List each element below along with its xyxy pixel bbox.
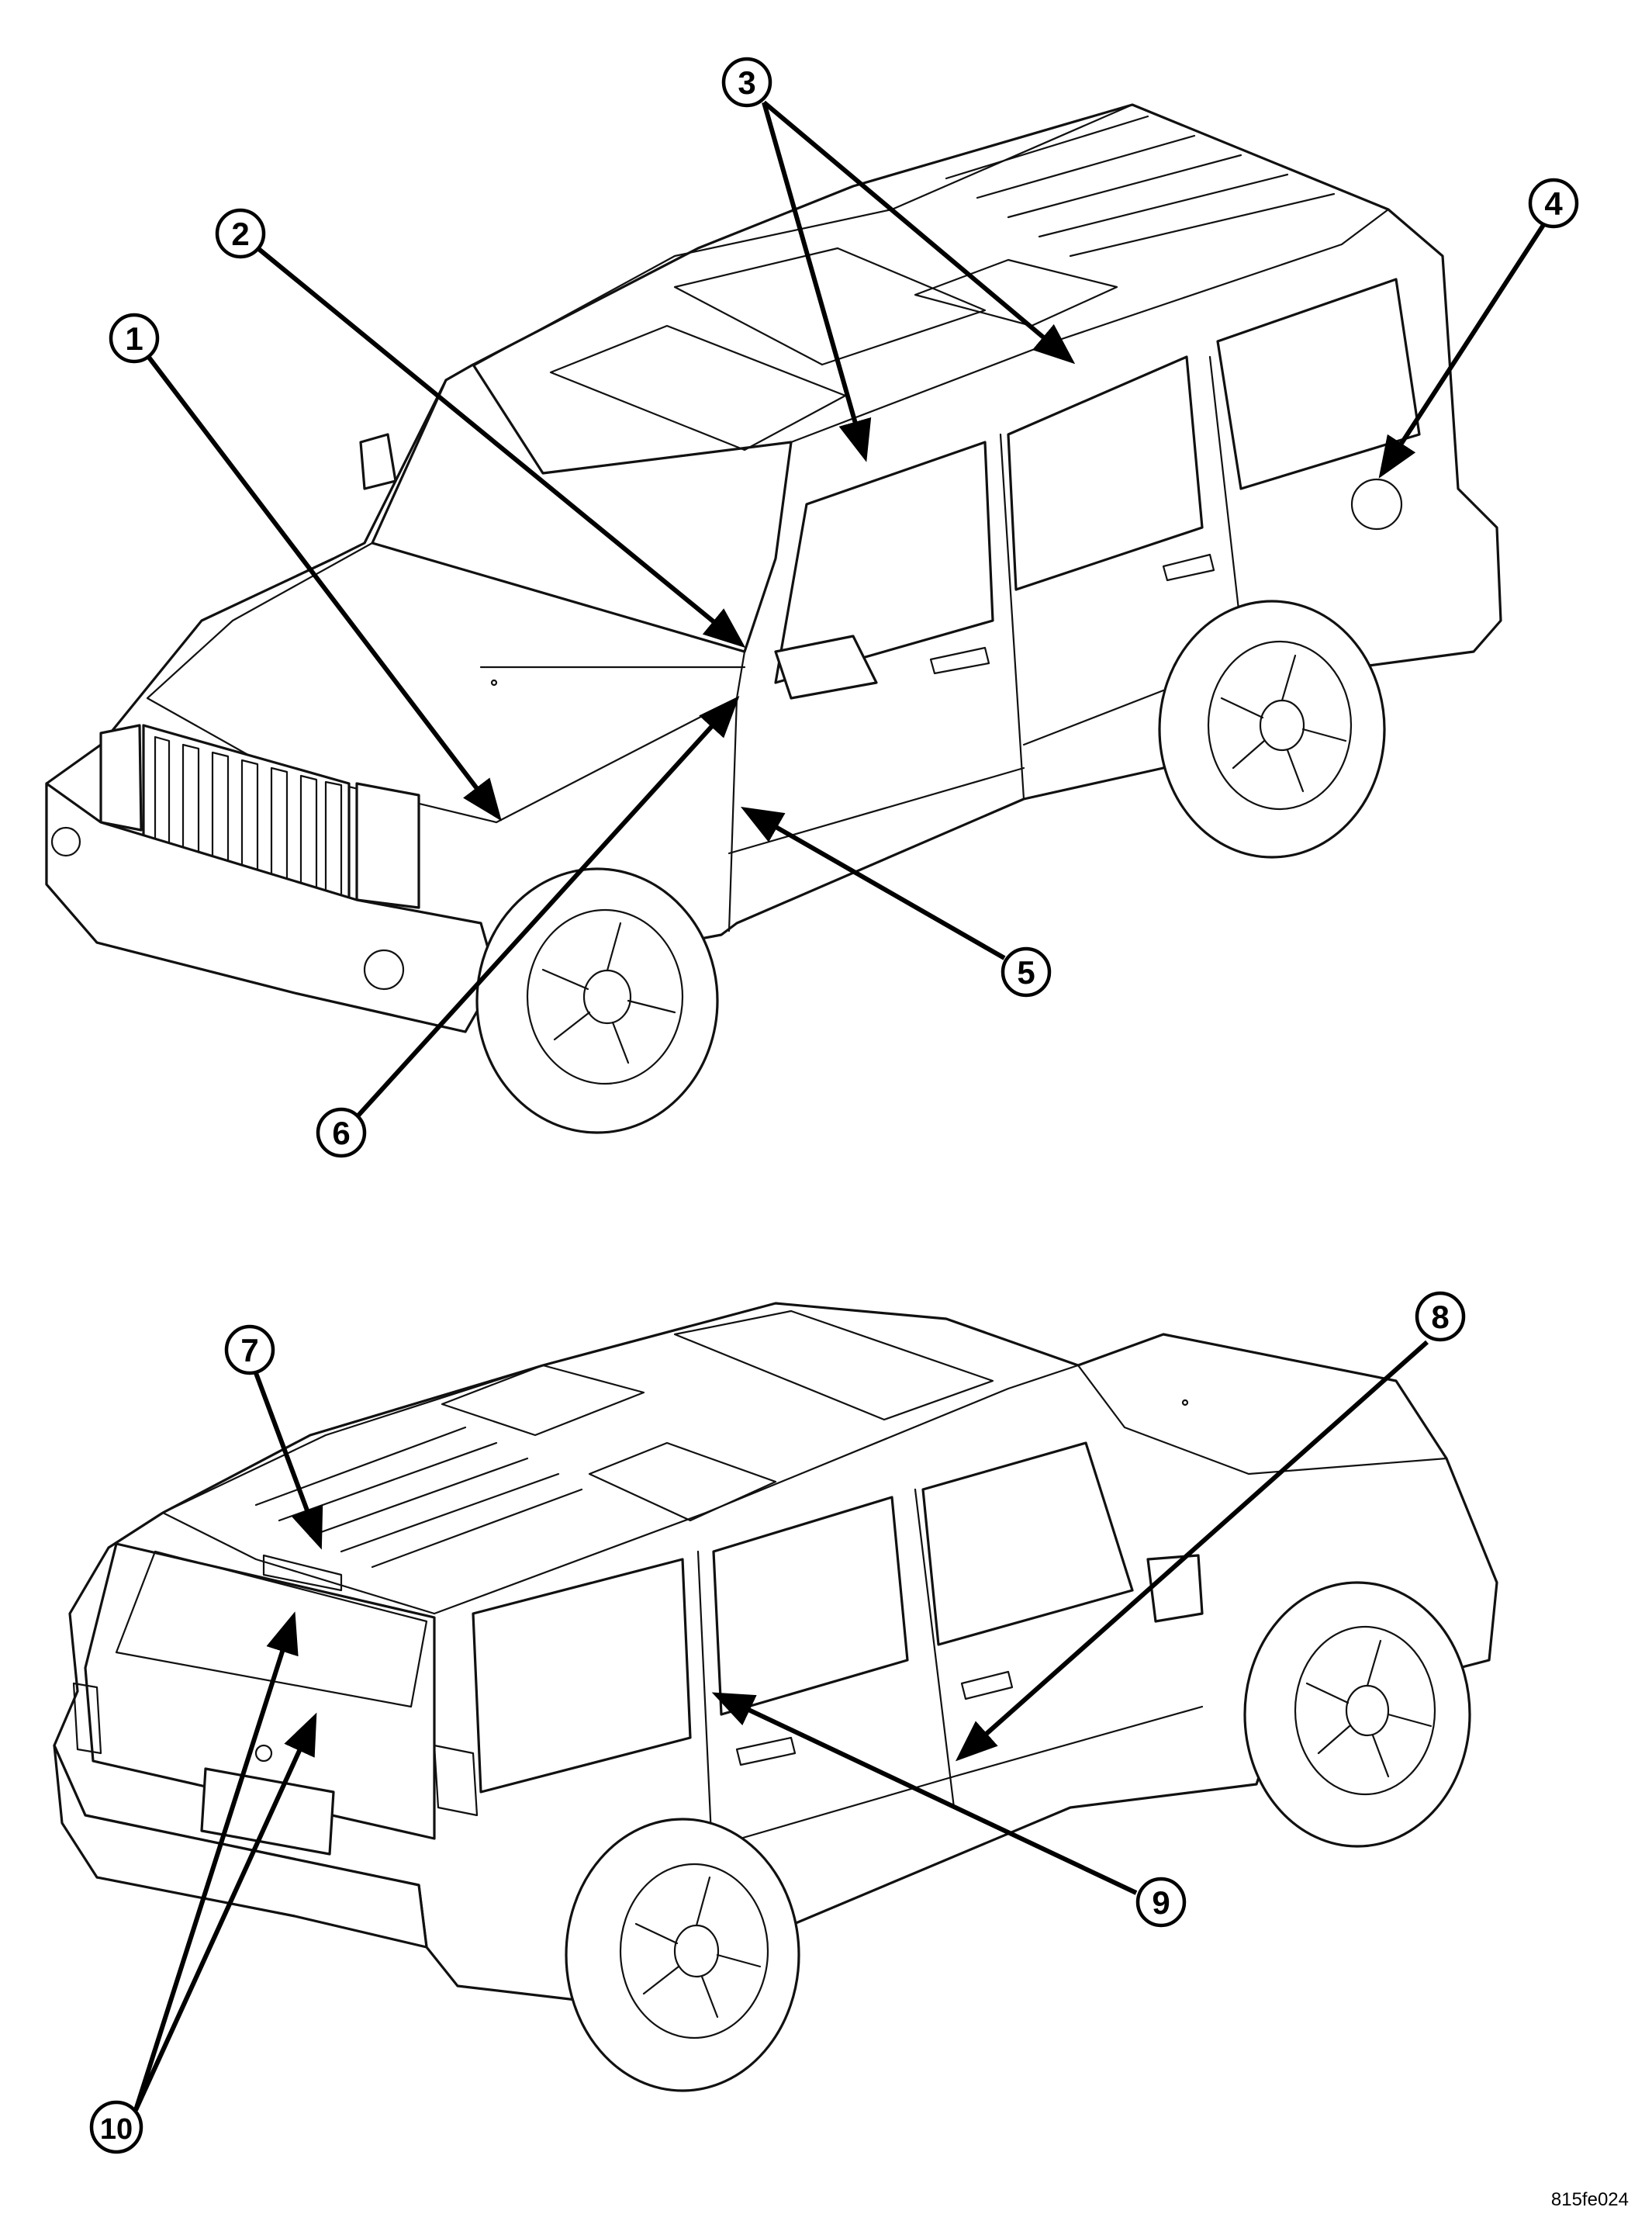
svg-text:1: 1 [125, 320, 143, 357]
rear-quarter-window [472, 1558, 692, 1794]
rear-wheel [1158, 600, 1386, 859]
callout-4: 4 [1528, 178, 1579, 229]
leader-5 [740, 806, 1006, 960]
callout-8: 8 [1415, 1291, 1466, 1342]
leader-3a [762, 102, 872, 462]
rear-side-door-window [712, 1496, 909, 1716]
leader-9 [711, 1692, 1138, 1895]
svg-text:6: 6 [332, 1115, 350, 1151]
figure-code-label: 815fe024 [1551, 2189, 1629, 2210]
leader-2 [254, 244, 746, 649]
rear-bumper [53, 1744, 428, 1949]
front-fog-lamp-left [50, 826, 81, 857]
leader-8 [955, 1340, 1429, 1762]
front-door-window [774, 441, 994, 684]
liftgate-glass [115, 1550, 428, 1708]
fuel-door [1350, 478, 1403, 531]
leader-10a [133, 1611, 299, 2111]
front-wheel [475, 867, 719, 1134]
front-fog-lamp-right [363, 949, 405, 991]
svg-text:5: 5 [1017, 954, 1035, 991]
callout-9: 9 [1135, 1877, 1187, 1928]
rear-view-rear-wheel [565, 1818, 800, 2092]
rear-view-front-wheel [1243, 1581, 1471, 1848]
svg-text:7: 7 [240, 1332, 258, 1368]
leader-10b [133, 1712, 317, 2112]
license-plate [200, 1767, 335, 1856]
callout-3: 3 [721, 57, 772, 108]
callout-1: 1 [109, 313, 160, 364]
rear-three-quarter-vehicle [53, 1302, 1498, 2092]
tail-lamp-right [433, 1744, 479, 1817]
callouts: 1 2 3 4 5 6 7 8 [89, 57, 1579, 2154]
callout-2: 2 [215, 208, 266, 259]
svg-text:4: 4 [1544, 185, 1563, 222]
quarter-window [1216, 278, 1421, 490]
callout-7: 7 [224, 1324, 275, 1375]
callout-10: 10 [89, 2100, 143, 2154]
rear-door-window [1007, 355, 1204, 591]
svg-text:9: 9 [1152, 1884, 1170, 1921]
leader-6 [354, 696, 740, 1119]
svg-text:10: 10 [100, 2113, 133, 2146]
front-headlight-right [355, 782, 420, 909]
leader-3b [762, 100, 1076, 365]
callout-6: 6 [316, 1107, 367, 1158]
left-mirror [359, 433, 397, 490]
front-headlight-left [99, 724, 143, 832]
svg-text:8: 8 [1431, 1299, 1449, 1335]
leader-1 [145, 354, 502, 822]
leader-arrows [133, 100, 1546, 2112]
leader-4 [1378, 223, 1546, 479]
callout-5: 5 [1001, 946, 1052, 998]
svg-text:3: 3 [738, 64, 755, 101]
leader-7 [254, 1372, 323, 1550]
front-three-quarter-vehicle [45, 103, 1502, 1134]
side-mirror [774, 635, 878, 700]
front-side-door-window [921, 1441, 1134, 1646]
tail-lamp-left [72, 1682, 102, 1755]
svg-text:2: 2 [231, 216, 249, 252]
rear-view-side-mirror [1146, 1554, 1204, 1623]
